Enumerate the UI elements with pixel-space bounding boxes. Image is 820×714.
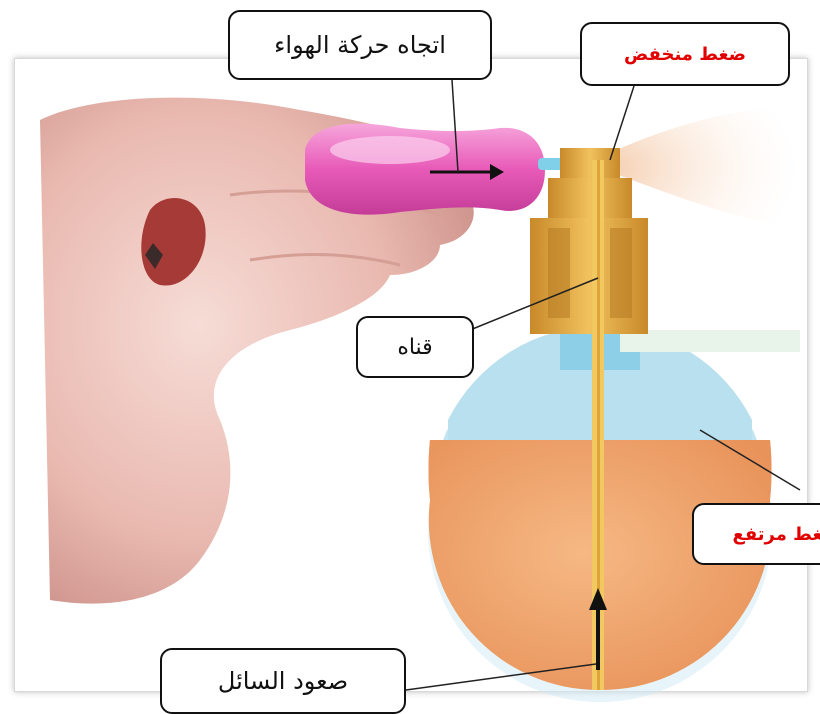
perfume-bottle <box>428 300 800 702</box>
liquid-rise-label: صعود السائل <box>160 648 406 714</box>
channel-label: قناه <box>356 316 474 378</box>
rubber-bulb <box>305 124 566 215</box>
air-direction-text: اتجاه حركة الهواء <box>274 31 446 59</box>
liquid-rise-text: صعود السائل <box>218 667 348 695</box>
low-pressure-label: ضغط منخفض <box>580 22 790 86</box>
high-pressure-label: ضغط مرتفع <box>692 503 820 565</box>
spray-plume <box>605 105 800 230</box>
air-direction-label: اتجاه حركة الهواء <box>228 10 492 80</box>
channel-text: قناه <box>397 335 432 360</box>
low-pressure-text: ضغط منخفض <box>624 44 746 65</box>
high-pressure-text: ضغط مرتفع <box>733 524 820 545</box>
